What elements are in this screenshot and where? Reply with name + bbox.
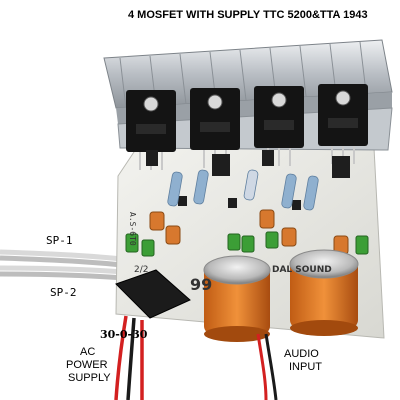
audio-input-label-line1: AUDIO (284, 348, 319, 360)
speaker-1-label: SP-1 (46, 234, 73, 247)
speaker-2-label: SP-2 (50, 286, 77, 299)
svg-text:DAL SOUND: DAL SOUND (272, 265, 332, 275)
page-title: 4 MOSFET WITH SUPPLY TTC 5200&TTA 1943 (128, 9, 368, 21)
small-capacitors (149, 209, 349, 255)
driver-transistors (146, 150, 350, 210)
film-capacitors (125, 231, 369, 257)
mosfet-transistors (126, 84, 368, 170)
brand-logo: 99 DAL SOUND (190, 265, 332, 294)
board-rev-text: 2/2 (134, 265, 148, 275)
supply-voltage-label: 30-0-30 (100, 328, 148, 341)
ac-supply-label-line2: POWER (66, 359, 108, 371)
svg-text:99: 99 (190, 275, 212, 294)
audio-input-label-line2: INPUT (289, 361, 322, 373)
ac-supply-label-line1: AC (80, 346, 96, 358)
resistors (167, 169, 319, 211)
audio-wires (256, 333, 278, 400)
bridge-rectifier (115, 269, 191, 319)
board-name-text: A.S-6T0 (128, 212, 137, 246)
filter-capacitors (203, 249, 359, 342)
power-wires (114, 315, 144, 400)
ac-supply-label-line3: SUPPLY (68, 372, 111, 384)
